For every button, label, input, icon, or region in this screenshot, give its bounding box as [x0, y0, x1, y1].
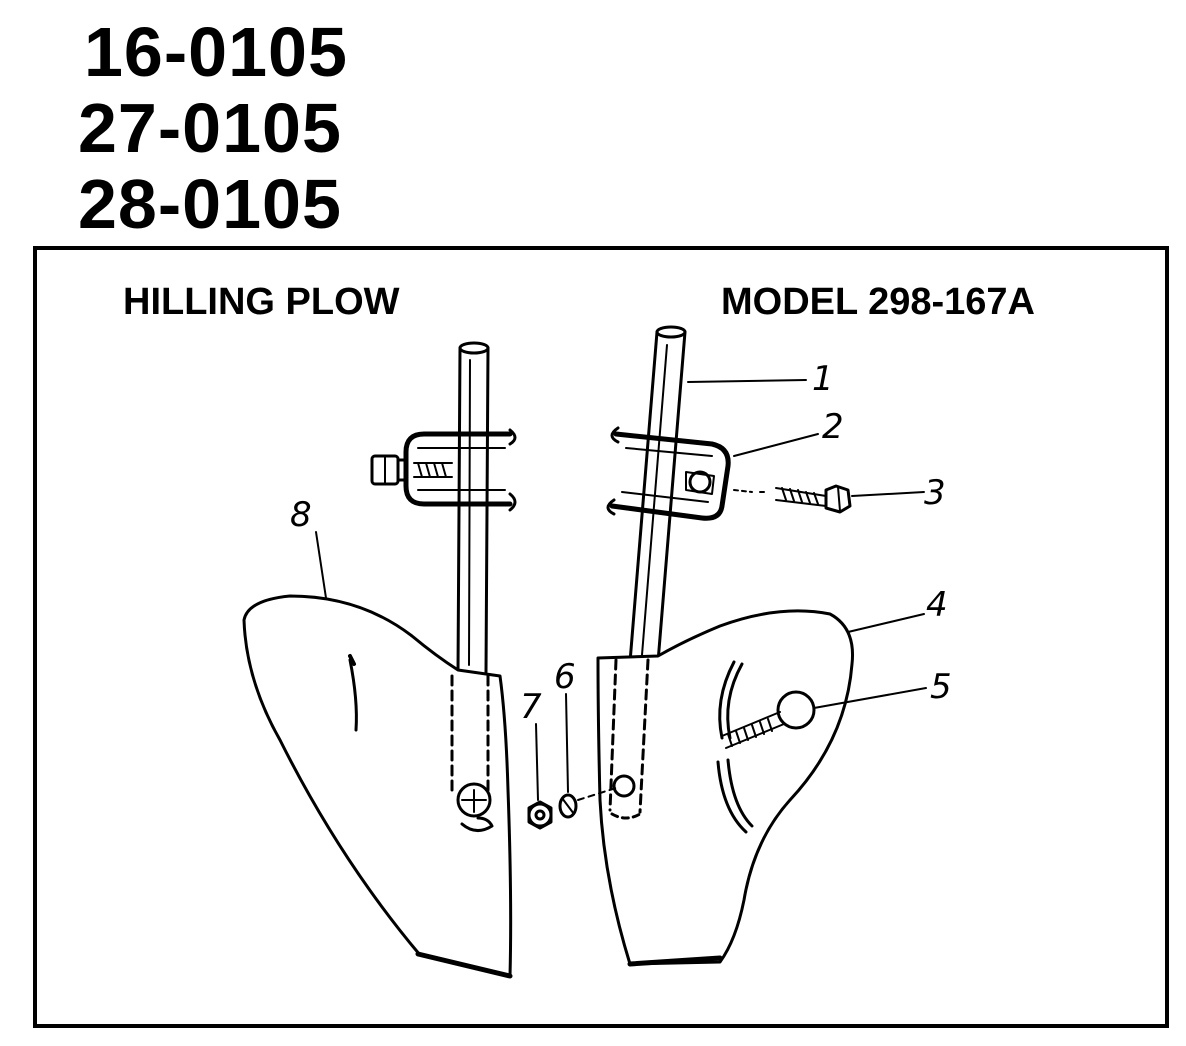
left-plow-assembly: [242, 341, 517, 979]
nut-7: [527, 800, 553, 830]
callout-5: 5: [930, 667, 952, 707]
leader-line-6: [565, 693, 569, 793]
callout-6: 6: [554, 657, 576, 697]
callout-7: 7: [520, 687, 542, 727]
diagram-frame: HILLING PLOW MODEL 298-167A: [33, 246, 1169, 1028]
right-plow-assembly: [596, 325, 855, 967]
left-shank: [456, 341, 490, 674]
part-number: 28-0105: [78, 165, 342, 243]
leader-line-2: [733, 433, 819, 457]
leader-line-7: [535, 723, 539, 801]
part-number: 27-0105: [78, 89, 342, 167]
leader-line-4: [847, 613, 925, 633]
bolt-3: [733, 484, 852, 514]
leader-line-3: [851, 491, 925, 497]
callout-3: 3: [924, 473, 946, 513]
leader-line-1: [687, 379, 807, 383]
model-number: MODEL 298-167A: [721, 281, 1035, 323]
clamp-2: [606, 426, 731, 521]
left-clamp-bolt: [370, 454, 453, 486]
callout-2: 2: [822, 407, 844, 447]
leader-lines: [315, 379, 927, 801]
callout-4: 4: [926, 585, 948, 625]
leader-line-8: [315, 531, 327, 599]
assembly-line: [577, 787, 617, 801]
left-moldboard: [242, 594, 513, 979]
carriage-bolt-5: [721, 690, 816, 749]
lock-washer-6: [558, 793, 578, 819]
part-number-list: 16-0105 27-0105 28-0105: [78, 14, 348, 242]
leader-line-5: [813, 687, 927, 709]
diagram-title: HILLING PLOW: [123, 281, 400, 323]
part-number: 16-0105: [84, 13, 348, 91]
callout-8: 8: [290, 495, 312, 535]
callout-1: 1: [812, 359, 834, 399]
moldboard-4: [596, 609, 855, 967]
